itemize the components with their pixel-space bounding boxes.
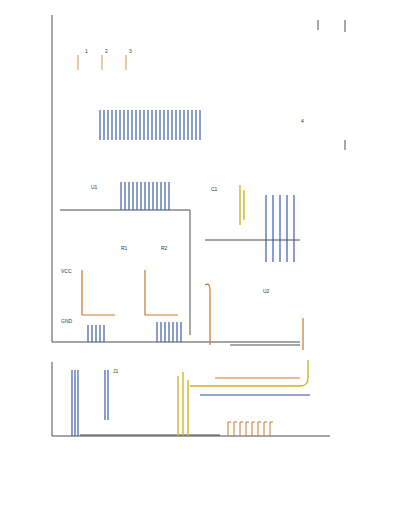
- signal-label: U2: [262, 288, 270, 294]
- signal-label: 2: [104, 48, 109, 54]
- signal-label: R2: [160, 245, 168, 251]
- signal-label: VCC: [60, 268, 73, 274]
- signal-label: 1: [84, 48, 89, 54]
- signal-label: J1: [112, 368, 119, 374]
- signal-label: U1: [90, 184, 98, 190]
- signal-label: R1: [120, 245, 128, 251]
- signal-label: C1: [210, 186, 218, 192]
- signal-label: GND: [60, 318, 73, 324]
- signal-label: 3: [128, 48, 133, 54]
- signal-label: 4: [300, 118, 305, 124]
